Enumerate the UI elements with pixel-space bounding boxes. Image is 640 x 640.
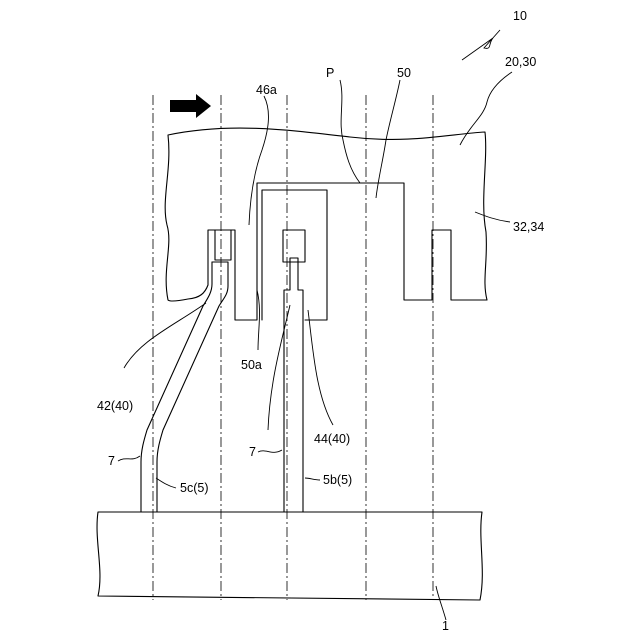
label-solder-left: 7 [108,454,115,468]
cavity-left [215,230,231,260]
right-arrow-icon [170,94,211,118]
leader-lines [118,30,512,620]
housing-outline [165,128,487,320]
label-notch-edge: 46a [256,83,277,97]
label-lead-left: 5c(5) [180,481,208,495]
label-terminal-left: 42(40) [97,399,133,413]
board-outline [97,512,482,600]
label-lead-right: 5b(5) [323,473,352,487]
cavity-right [283,230,305,262]
label-point: P [326,66,334,80]
label-wall: 32,34 [513,220,544,234]
terminal-left-inner [141,262,212,512]
label-device: 10 [513,9,527,23]
label-housing: 20,30 [505,55,536,69]
label-member: 50 [397,66,411,80]
label-solder-right: 7 [249,445,256,459]
center-lines [153,95,433,600]
label-terminal-right: 44(40) [314,432,350,446]
label-board: 1 [442,619,449,633]
member-inner-contour [262,190,327,320]
label-member-edge: 50a [241,358,262,372]
